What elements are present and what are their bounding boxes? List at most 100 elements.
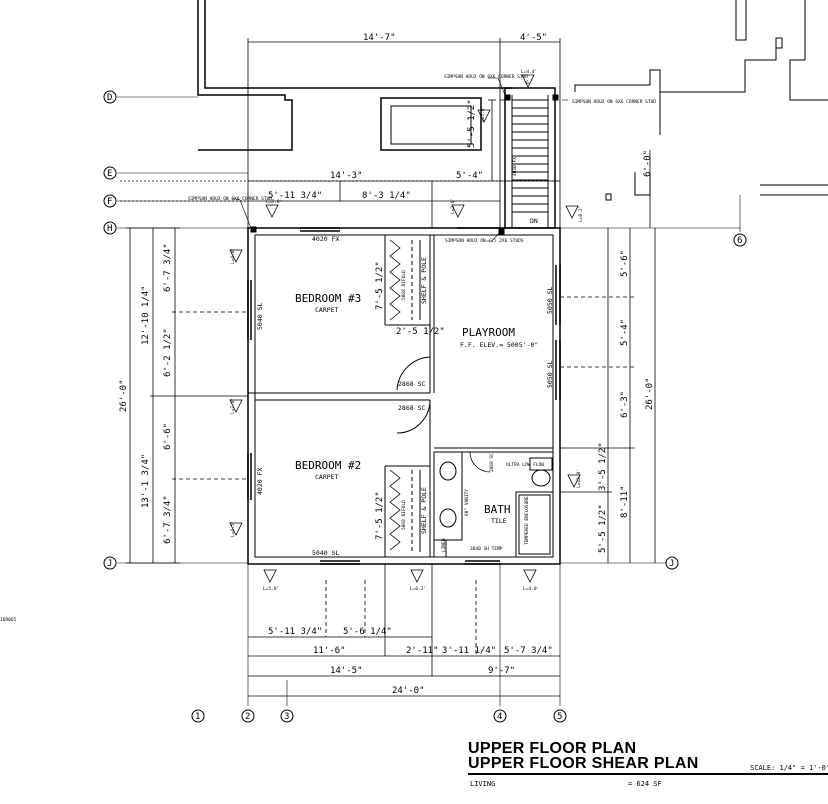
dim-left-upper: 12'-10 1/4": [141, 285, 151, 345]
dim-bottom-total: 24'-0": [392, 686, 425, 696]
grid-label-j-right: J: [669, 559, 674, 569]
scale-note: SCALE: 1/4" = 1'-0": [750, 764, 828, 772]
shear-tags: [229, 74, 581, 583]
dimension-lines-top: [120, 38, 561, 228]
dim-overall-right: 4'-5": [520, 33, 547, 43]
room-bath-floor: TILE: [491, 517, 507, 525]
dim-right-mid: 8'-11": [620, 485, 630, 518]
label-window-bed2: 4020 FX: [256, 468, 264, 495]
label-holdown3: SIMPSON HDU2 ON 6X6 CORNER STUD: [572, 99, 656, 105]
dim-right-r3: 6'-3": [620, 391, 630, 418]
dimension-text-left: 12'-10 1/4" 13'-1 3/4" 26'-0" 6'-7 3/4" …: [119, 243, 173, 544]
room-bedroom3: BEDROOM #3: [295, 292, 361, 305]
interior-walls: [248, 235, 554, 558]
shear-length-8: L=7.8': [230, 398, 236, 414]
dim-bottom-d: 2'-11": [406, 646, 439, 656]
dim-sub-b: 8'-3 1/4": [362, 191, 411, 201]
dim-right-r4: 3'-5 1/2": [598, 442, 608, 491]
dim-right-r5: 5'-5 1/2": [598, 504, 608, 553]
label-linen: LINEN: [441, 538, 447, 552]
grid-bubbles: [103, 90, 747, 723]
shear-length-11: L=5.8': [263, 586, 279, 592]
label-bath-door: 2868 SC: [489, 453, 495, 472]
leader-lines: [231, 77, 568, 242]
shear-length-10: L=12.8': [576, 469, 582, 488]
label-window-play1: 5050 SL: [546, 287, 554, 314]
title-block: UPPER FLOOR PLAN UPPER FLOOR SHEAR PLAN: [468, 740, 699, 772]
label-holdown1: SIMPSON HDU2 ON 6X6 CORNER STUD: [188, 196, 272, 202]
shear-length-3: L=5.8': [266, 199, 282, 205]
dim-right-total: 26'-0": [645, 377, 655, 410]
label-closet-door2: 5068 BIFOLD: [401, 500, 407, 530]
shear-length-4: L=2.8': [450, 198, 456, 214]
grid-label-j-left: J: [107, 559, 112, 569]
shear-length-1: L=4.4': [521, 69, 537, 75]
label-closet-door1: 5068 BIFOLD: [401, 270, 407, 300]
grid-label-d: D: [107, 93, 112, 103]
shear-length-13: L=4.0': [523, 586, 539, 592]
dim-right-side: 6'-0": [643, 150, 653, 177]
grid-label-3: 3: [284, 712, 289, 722]
label-shelf1: SHELF & POLE: [420, 257, 428, 304]
label-holdown2: SIMPSON HDU2 ON 6X6 CORNER STUD: [444, 74, 528, 80]
dim-bottom-b: 5'-6 1/4": [343, 627, 392, 637]
label-vanity: 60" VANITY: [464, 489, 470, 516]
shear-length-9: L=4.5': [230, 521, 236, 537]
label-door2: 2868 SC: [398, 404, 425, 412]
title-upper-floor-plan: UPPER FLOOR PLAN: [468, 740, 637, 757]
label-window-bed3: 5040 SL: [256, 303, 264, 330]
dim-stair-rise: 5'-5 1/2": [467, 99, 477, 148]
label-stair-window: 4020 FX: [512, 157, 518, 176]
grid-label-h: H: [107, 224, 112, 234]
label-holdown4: SIMPSON HDU2 ON (2) 2X6 STUDS: [445, 238, 524, 244]
label-window-bed2-bottom: 5040 SL: [312, 549, 339, 557]
dim-bed3-closet: 7'-5 1/2": [375, 261, 385, 310]
label-shelf2: SHELF & POLE: [420, 487, 428, 534]
dim-right-r2: 5'-4": [620, 319, 630, 346]
grid-label-1: 1: [195, 712, 200, 722]
shear-tag-num: 6: [526, 80, 529, 86]
stair: [504, 87, 556, 229]
label-window-top: 4020 FX: [312, 235, 339, 243]
dimension-lines-right: [560, 150, 656, 563]
shear-length-12: L=6.2': [410, 586, 426, 592]
windows: [247, 227, 561, 565]
dim-left-s2: 6'-2 1/2": [163, 328, 173, 377]
grid-label-6: 6: [737, 236, 742, 246]
room-playroom-elev: F.F. ELEV.= 5005'-0": [460, 341, 538, 349]
dim-left-s1: 6'-7 3/4": [163, 243, 173, 292]
dim-left-s3: 6'-6": [163, 423, 173, 450]
living-label: LIVING: [470, 780, 496, 788]
label-toilet: ULTRA LOW FLOW: [506, 462, 544, 468]
dim-bed2-closet: 7'-5 1/2": [375, 491, 385, 540]
dim-left-lower: 13'-1 3/4": [141, 454, 151, 508]
dim-bottom-f: 5'-7 3/4": [504, 646, 553, 656]
shear-length-2: L=5.6': [480, 106, 486, 122]
room-playroom: PLAYROOM: [462, 326, 515, 339]
element-labels: 4020 FX 5040 SL 4020 FX 5040 SL 5050 SL …: [188, 74, 656, 557]
dim-bottom-g: 14'-5": [330, 666, 363, 676]
dim-overall-left: 14'-7": [363, 33, 396, 43]
room-bedroom2-floor: CARPET: [315, 473, 339, 481]
title-underline: [468, 773, 828, 775]
lower-floor-outline: [197, 0, 828, 201]
dim-right-r1: 5'-6": [620, 250, 630, 277]
dim-bottom-h: 9'-7": [488, 666, 515, 676]
room-bedroom2: BEDROOM #2: [295, 459, 361, 472]
dim-bottom-e: 3'-11 1/4": [442, 646, 496, 656]
shear-length-6: L=8.2': [578, 206, 584, 222]
room-bedroom3-floor: CARPET: [315, 306, 339, 314]
shear-length-7: L=4.0': [230, 248, 236, 264]
shear-tag-labels: 6 L=4.4' L=5.6' L=5.8' L=2.8' L=8.2' L=4…: [230, 69, 584, 592]
dim-left-total: 26'-0": [119, 379, 129, 412]
label-window-play2: 5050 SL: [546, 361, 554, 388]
dim-sub-a: 5'-11 3/4": [268, 191, 322, 201]
dimension-lines-left: [126, 227, 248, 564]
label-shower: TEMPERED ENCLOSURE: [524, 496, 530, 545]
grid-label-f: F: [107, 197, 112, 207]
title-upper-floor-shear-plan: UPPER FLOOR SHEAR PLAN: [468, 755, 699, 772]
grid-label-2: 2: [245, 712, 250, 722]
room-labels: BEDROOM #3 CARPET BEDROOM #2 CARPET PLAY…: [295, 292, 538, 525]
dim-bottom-a: 5'-11 3/4": [268, 627, 322, 637]
dim-mid-left: 14'-3": [330, 171, 363, 181]
